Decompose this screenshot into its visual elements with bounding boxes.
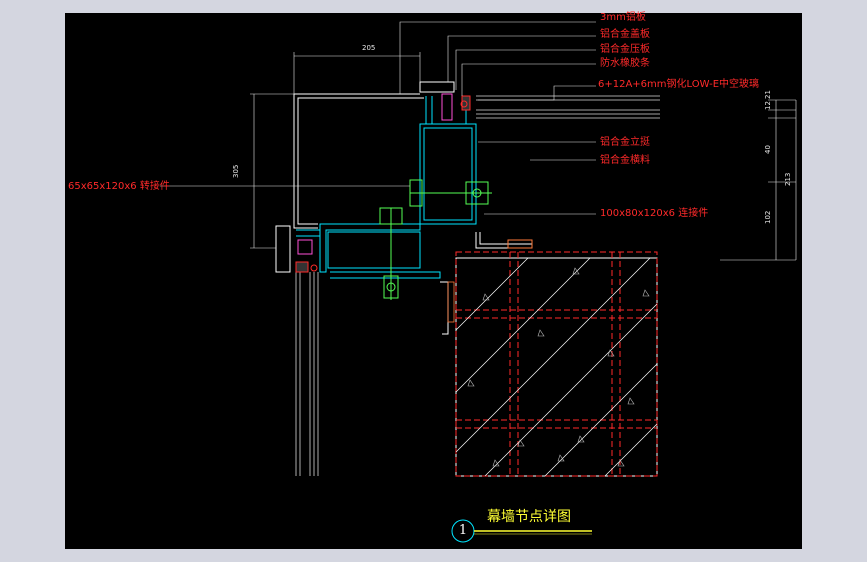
- label-rubber-strip: 防水橡胶条: [600, 58, 650, 69]
- concrete-column: [455, 251, 658, 477]
- label-glass: 6+12A+6mm钢化LOW-E中空玻璃: [598, 79, 760, 90]
- dim-right-5: 102: [764, 210, 772, 224]
- label-pressure-plate: 铝合金压板: [600, 44, 650, 55]
- dim-right-4: 213: [784, 172, 792, 186]
- rubber-gaskets: [295, 93, 471, 273]
- drawing-canvas: [65, 13, 802, 549]
- glass-panes: [295, 95, 660, 476]
- drawing-title: 幕墙节点详图: [487, 509, 571, 525]
- dim-right-1: 21: [764, 90, 772, 99]
- aluminum-panel-outline: [275, 81, 455, 273]
- leader-lines: [160, 21, 596, 215]
- aluminum-profiles: [296, 96, 477, 279]
- dim-top-width: 205: [362, 44, 376, 52]
- dimension-lines: [250, 52, 797, 261]
- dim-left-height: 305: [232, 164, 240, 178]
- label-transom: 铝合金横料: [600, 155, 650, 166]
- label-aluminum-panel: 3mm铝板: [600, 12, 646, 23]
- label-mullion: 铝合金立挺: [600, 137, 650, 148]
- embed-plate: [447, 281, 455, 323]
- label-connector: 100x80x120x6 连接件: [600, 208, 709, 219]
- dim-right-2: 12: [764, 101, 772, 110]
- label-steel-angle: 65x65x120x6 转接件: [68, 181, 170, 192]
- bolts: [379, 179, 492, 300]
- connector-plate: [507, 239, 533, 249]
- detail-number: 1: [458, 523, 468, 538]
- dim-right-3: 40: [764, 145, 772, 154]
- label-cover-plate: 铝合金盖板: [600, 29, 650, 40]
